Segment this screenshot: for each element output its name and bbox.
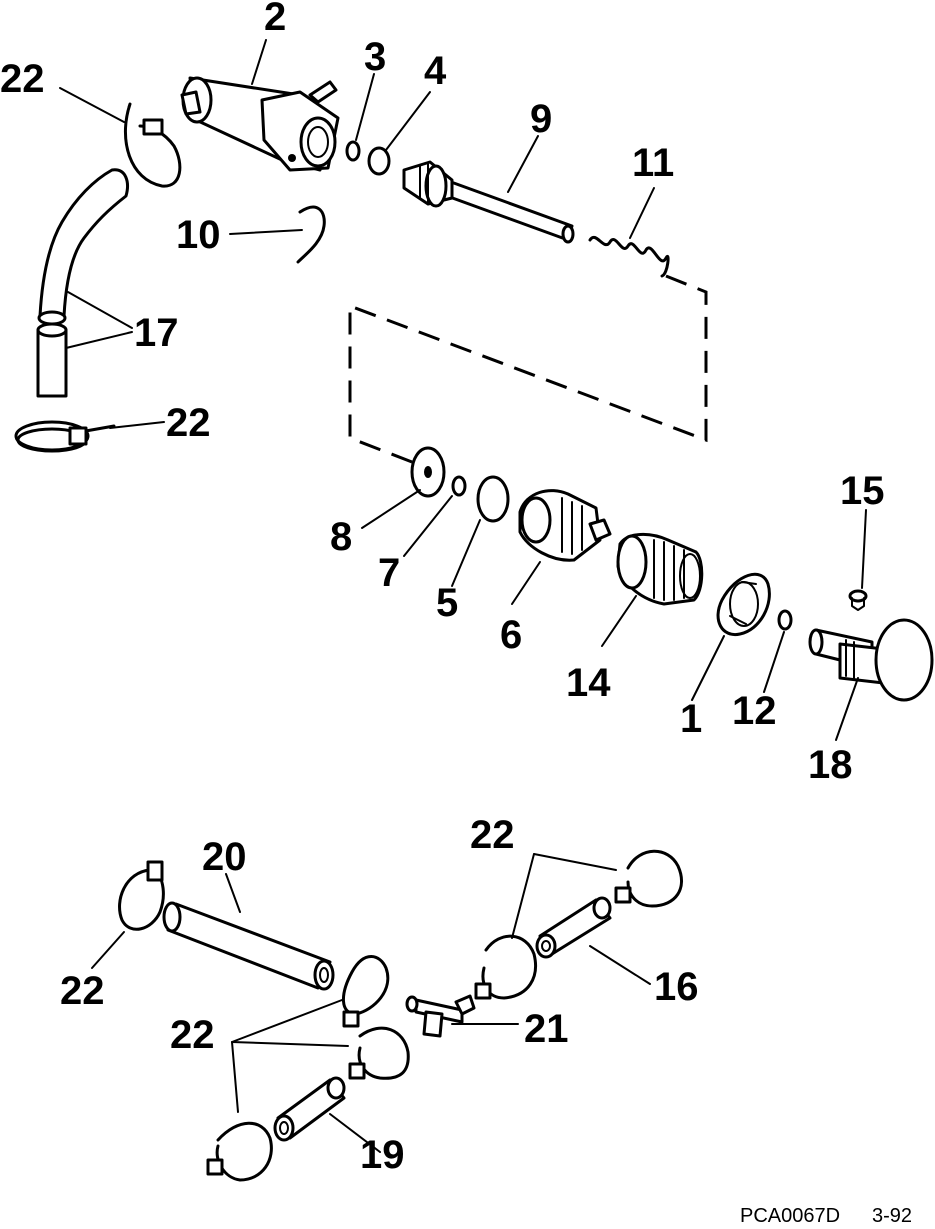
callout-15: 15 [840, 469, 885, 513]
part-14-threaded-cap [616, 533, 704, 606]
callout-6: 6 [500, 613, 522, 657]
part-3-o-ring [345, 140, 361, 162]
callout-22-right: 22 [470, 813, 515, 857]
leader-16 [589, 945, 651, 985]
leader-22-left [109, 421, 165, 429]
part-22-clamp-bottom [206, 1121, 273, 1182]
part-21-t-fitting [405, 994, 476, 1038]
leader-22-lower-a [231, 999, 343, 1043]
part-11-spring [588, 236, 670, 278]
callout-10: 10 [176, 213, 221, 257]
assembly-dashed-box [348, 274, 708, 464]
leader-7 [403, 495, 453, 557]
leader-11 [629, 187, 655, 239]
leader-4 [385, 91, 431, 151]
leader-17a [67, 291, 133, 329]
part-22-clamp-top [123, 102, 182, 188]
callout-7: 7 [378, 551, 400, 595]
part-19-short-hose [273, 1076, 346, 1142]
leader-1 [691, 635, 725, 701]
part-12-o-ring [777, 609, 793, 631]
part-9-shaft [402, 160, 575, 244]
part-2-housing [180, 76, 340, 172]
callout-1: 1 [680, 697, 702, 741]
callout-22-left: 22 [166, 401, 211, 445]
callout-12: 12 [732, 689, 777, 733]
part-22-clamp-right-bottom [474, 934, 537, 1000]
part-6-valve-body [518, 489, 612, 562]
callout-18: 18 [808, 743, 853, 787]
part-22-clamp-mid-b [348, 1026, 410, 1080]
leader-2 [251, 39, 267, 85]
part-16-short-hose [535, 896, 612, 959]
callout-21: 21 [524, 1007, 569, 1051]
part-1-flange-ring [716, 572, 771, 637]
callout-20: 20 [202, 835, 247, 879]
part-20-long-hose [162, 901, 335, 991]
leader-12 [763, 631, 785, 693]
callout-11: 11 [632, 141, 674, 185]
leader-8 [361, 489, 421, 529]
part-17-hose [36, 168, 129, 398]
figure-code: PCA0067D [740, 1205, 840, 1227]
part-7-o-ring [451, 475, 467, 497]
callout-22-bottom-left: 22 [60, 969, 105, 1013]
part-8-washer [410, 446, 446, 498]
part-15-screw [848, 589, 868, 611]
leader-22-right-a [533, 853, 617, 871]
leader-22-right-b [511, 853, 535, 939]
callout-4: 4 [424, 49, 447, 93]
figure-date: 3-92 [872, 1205, 912, 1227]
callout-19: 19 [360, 1133, 405, 1177]
callout-3: 3 [364, 35, 386, 79]
callout-22-lower: 22 [170, 1013, 215, 1057]
leader-22-lower-b [231, 1041, 349, 1047]
leader-5 [451, 519, 481, 587]
part-22-clamp-right-top [614, 849, 684, 908]
leader-9 [507, 135, 539, 193]
leader-6 [511, 561, 541, 605]
callout-16: 16 [654, 965, 699, 1009]
part-18-knob [808, 618, 934, 702]
part-22-clamp-left [14, 420, 116, 453]
leader-19 [329, 1113, 381, 1153]
part-22-clamp-bottom-left [118, 860, 165, 931]
leader-22-top [59, 87, 125, 123]
leader-20 [225, 873, 241, 913]
leader-3 [355, 73, 375, 141]
callout-2: 2 [264, 0, 286, 39]
leader-18 [835, 677, 859, 741]
leader-17b [65, 331, 133, 349]
callout-14: 14 [566, 661, 611, 705]
callout-5: 5 [436, 581, 458, 625]
leader-10 [229, 229, 303, 235]
callout-9: 9 [530, 97, 552, 141]
part-10-clip [296, 205, 326, 264]
leader-15 [861, 509, 867, 589]
part-5-o-ring [476, 475, 510, 523]
callout-17: 17 [134, 311, 179, 355]
part-22-clamp-mid-a [342, 955, 390, 1028]
leader-22-lower-c [231, 1041, 239, 1113]
part-4-ring [367, 146, 391, 176]
leader-14 [601, 595, 637, 647]
callout-8: 8 [330, 515, 352, 559]
leader-22-bottom-left [91, 931, 125, 969]
callout-22-top: 22 [0, 57, 45, 101]
